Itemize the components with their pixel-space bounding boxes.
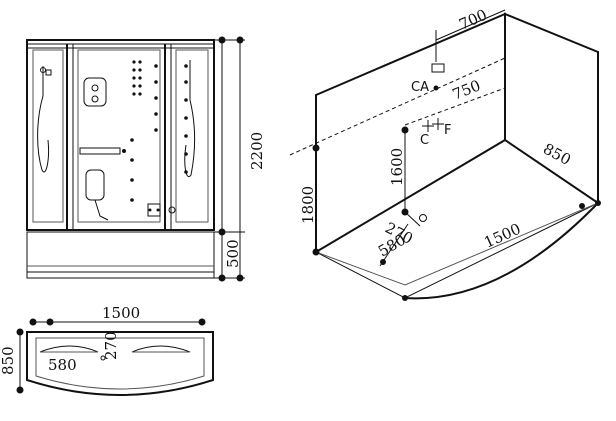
glass-shelf <box>79 147 121 155</box>
front-center-panel <box>77 49 161 223</box>
drain-point <box>100 355 106 361</box>
left-shower-hose <box>37 95 49 173</box>
left-basin-curve <box>39 345 99 353</box>
dim-dot <box>218 228 226 236</box>
front-left-door-panel <box>32 49 64 223</box>
side-jets-left <box>154 64 158 132</box>
iso-side-wall <box>504 12 599 205</box>
side-jets-right <box>184 64 188 174</box>
front-base-tray <box>26 231 215 279</box>
offset-580-label: 580 <box>48 356 77 374</box>
iso-dashed-line-1600 <box>404 87 506 126</box>
front-right-door-panel <box>175 49 209 223</box>
right-basin-curve <box>131 345 191 353</box>
offset-270-label: 270 <box>102 331 120 360</box>
drain-marker <box>419 214 427 222</box>
width-1500-label: 1500 <box>102 304 140 322</box>
front-view: 2200 500 <box>26 36 266 282</box>
point-f-label: F <box>444 123 451 138</box>
iso-view: 700 CA 750 850 C F 1600 1800 270 580 <box>289 6 601 301</box>
dim-1500-label: 1500 <box>481 220 523 252</box>
front-top-rail <box>26 43 215 49</box>
height-500-label: 500 <box>224 239 242 268</box>
dim-dot <box>218 274 226 282</box>
mirror <box>85 169 105 201</box>
control-panel <box>83 77 107 107</box>
faucet-block <box>147 203 161 217</box>
dim-dot <box>236 36 244 44</box>
height-2200-label: 2200 <box>248 132 266 170</box>
point-ca-marker <box>431 63 445 73</box>
top-tray-inner <box>35 337 205 390</box>
depth-850-label: 850 <box>0 346 17 375</box>
dim-850-label: 850 <box>540 140 574 169</box>
iso-floor-front-edge <box>315 202 599 299</box>
front-cabin-outline <box>26 39 215 231</box>
dim-1600-label: 1600 <box>388 148 406 186</box>
top-tray-outline <box>26 331 214 396</box>
top-view: 1500 850 580 270 <box>0 304 214 396</box>
iso-dashed-line-1800 <box>289 57 506 156</box>
iso-back-wall <box>315 12 506 254</box>
right-shower-hose <box>184 99 196 178</box>
point-c-label: C <box>420 133 429 148</box>
center-left-jets <box>132 60 142 96</box>
iso-tray-curved-front <box>404 202 599 300</box>
dim-dot <box>218 36 226 44</box>
point-ca-label: CA <box>411 80 429 95</box>
dim-dot <box>236 274 244 282</box>
dim-1800-label: 1800 <box>299 186 317 224</box>
dim-750-label: 750 <box>450 76 483 103</box>
dim-700-label: 700 <box>456 6 489 34</box>
